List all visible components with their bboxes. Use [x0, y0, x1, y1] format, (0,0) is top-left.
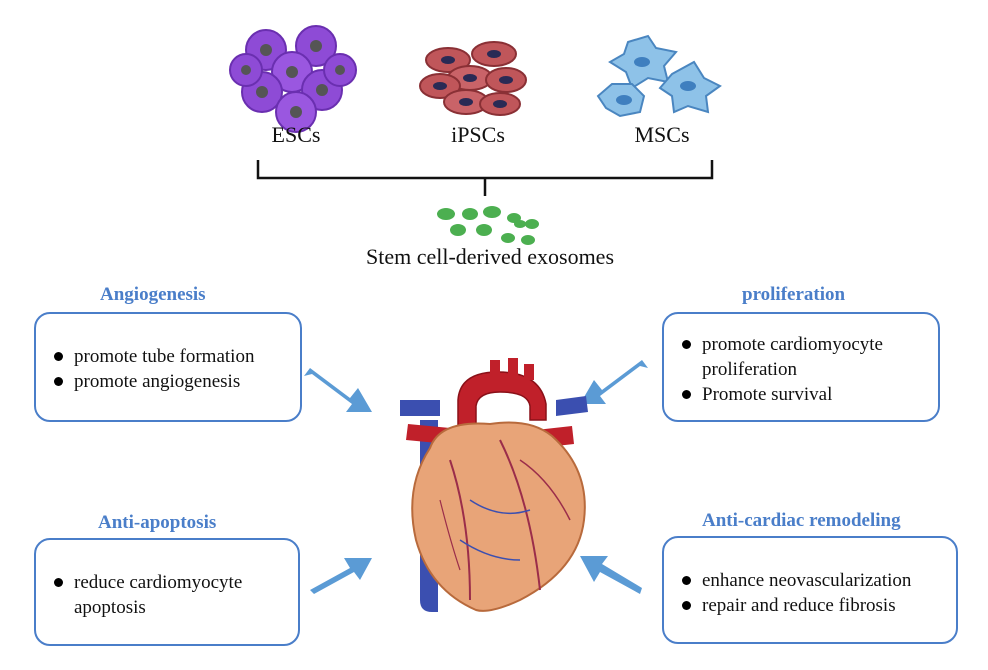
bullet-icon — [682, 576, 691, 585]
angiogenesis-item-2: promote angiogenesis — [74, 371, 241, 392]
proliferation-title: proliferation — [742, 284, 846, 305]
anti-remodeling-item-2: repair and reduce fibrosis — [702, 595, 896, 616]
cell-label-esc: ESCs — [271, 122, 321, 147]
cell-label-msc: MSCs — [634, 122, 690, 147]
list-item: promote tube formation — [48, 344, 288, 369]
ipsc-cells-icon — [419, 41, 527, 116]
cell-label-ipsc: iPSCs — [451, 122, 505, 147]
exosomes-icon — [437, 206, 539, 245]
angiogenesis-box: promote tube formation promote angiogene… — [34, 312, 302, 422]
anti-remodeling-title: Anti-cardiac remodeling — [702, 510, 901, 531]
list-item: promote angiogenesis — [48, 369, 288, 394]
list-item: enhance neovascularization — [676, 568, 944, 593]
list-item: repair and reduce fibrosis — [676, 593, 944, 618]
anti-apoptosis-box: reduce cardiomyocyte apoptosis — [34, 538, 300, 646]
arrow-angiogenesis — [304, 368, 372, 412]
anti-apoptosis-title: Anti-apoptosis — [98, 512, 217, 533]
proliferation-item-1: promote cardiomyocyte proliferation — [702, 334, 883, 380]
arrow-anti-apoptosis — [310, 558, 372, 594]
list-item: reduce cardiomyocyte apoptosis — [48, 570, 284, 620]
esc-cells-icon — [229, 25, 357, 133]
bullet-icon — [54, 352, 63, 361]
exosomes-label: Stem cell-derived exosomes — [365, 244, 615, 269]
bullet-icon — [682, 601, 691, 610]
proliferation-item-2: Promote survival — [702, 384, 833, 405]
angiogenesis-item-1: promote tube formation — [74, 346, 255, 367]
anti-remodeling-item-1: enhance neovascularization — [702, 570, 912, 591]
list-item: Promote survival — [676, 382, 926, 407]
proliferation-box: promote cardiomyocyte proliferation Prom… — [662, 312, 940, 422]
bullet-icon — [54, 578, 63, 587]
anti-apoptosis-item-1: reduce cardiomyocyte apoptosis — [74, 572, 243, 618]
arrow-proliferation — [580, 360, 648, 404]
bullet-icon — [682, 390, 691, 399]
angiogenesis-title: Angiogenesis — [100, 284, 206, 305]
heart-icon — [400, 358, 588, 612]
bullet-icon — [54, 377, 63, 386]
merge-bracket — [256, 160, 714, 196]
list-item: promote cardiomyocyte proliferation — [676, 332, 926, 382]
msc-cells-icon — [596, 34, 722, 118]
anti-remodeling-box: enhance neovascularization repair and re… — [662, 536, 958, 644]
arrow-anti-remodeling — [580, 556, 642, 594]
bullet-icon — [682, 340, 691, 349]
